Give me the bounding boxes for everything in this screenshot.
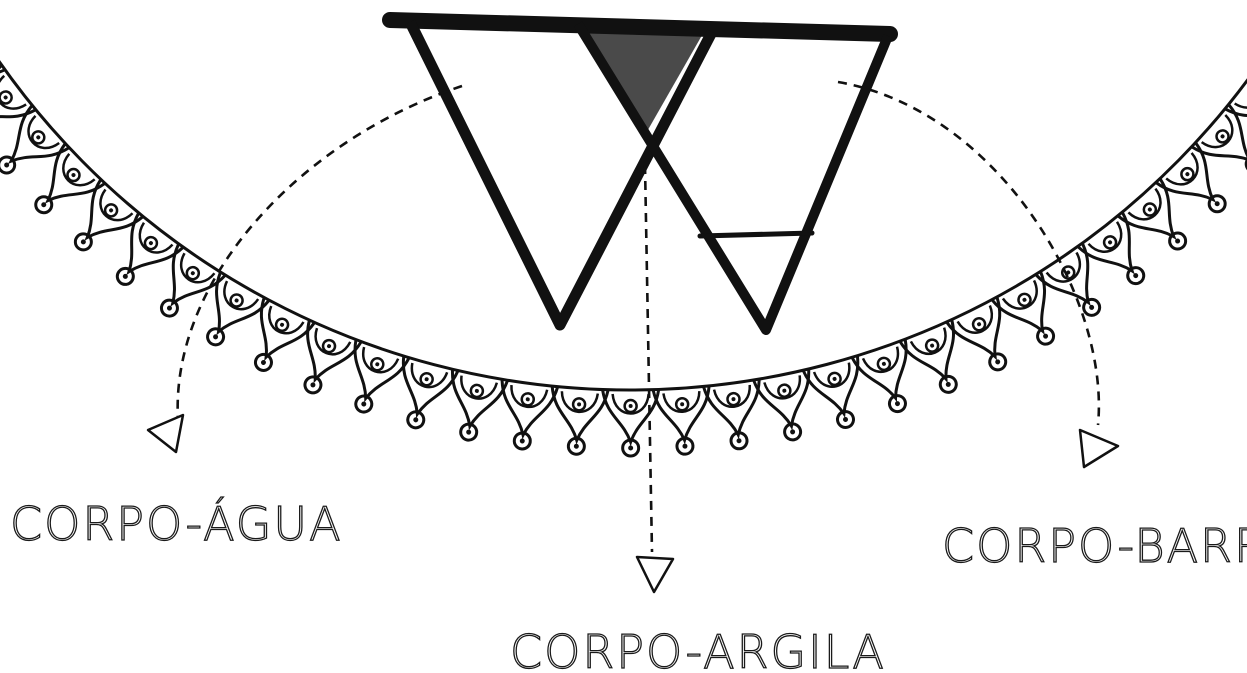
triangle-crossbar [700,233,812,236]
scallop-ornament [235,298,314,382]
scallop-ornament [1118,179,1204,266]
scallop-ornament [992,272,1074,357]
scallop-ornament [900,320,977,402]
label-corpo-barro: CORPO-BARRO [942,519,1247,573]
scallop-ornament [947,297,1026,381]
arrowhead-left [148,415,183,452]
scallop-ornament [548,387,608,456]
scallop-ornament [440,370,508,446]
scallop-ornament [142,244,225,330]
label-corpo-agua: CORPO-ÁGUA [10,497,343,551]
scallop-ornament [0,106,69,192]
scallop-ornament [754,370,822,446]
scallop-ornament [852,340,926,421]
scallop-ornament [335,340,409,421]
arrowhead-center [637,557,673,592]
scallop-ornament [57,180,143,267]
arrowhead-right [1080,430,1118,467]
label-corpo-argila: CORPO-ARGILA [510,625,886,673]
scallop-ornament [187,273,269,358]
scallop-ornament [653,386,713,456]
arrow-to-corpo-argila [637,165,673,592]
scallop-ornament [493,380,557,453]
scallop-ornament [1078,213,1163,299]
scallop-ornament [284,321,361,403]
top-bar [390,20,890,34]
scallop-ornament [1036,244,1119,330]
triangle-emblem [390,20,890,330]
scallop-ornament [98,213,183,299]
